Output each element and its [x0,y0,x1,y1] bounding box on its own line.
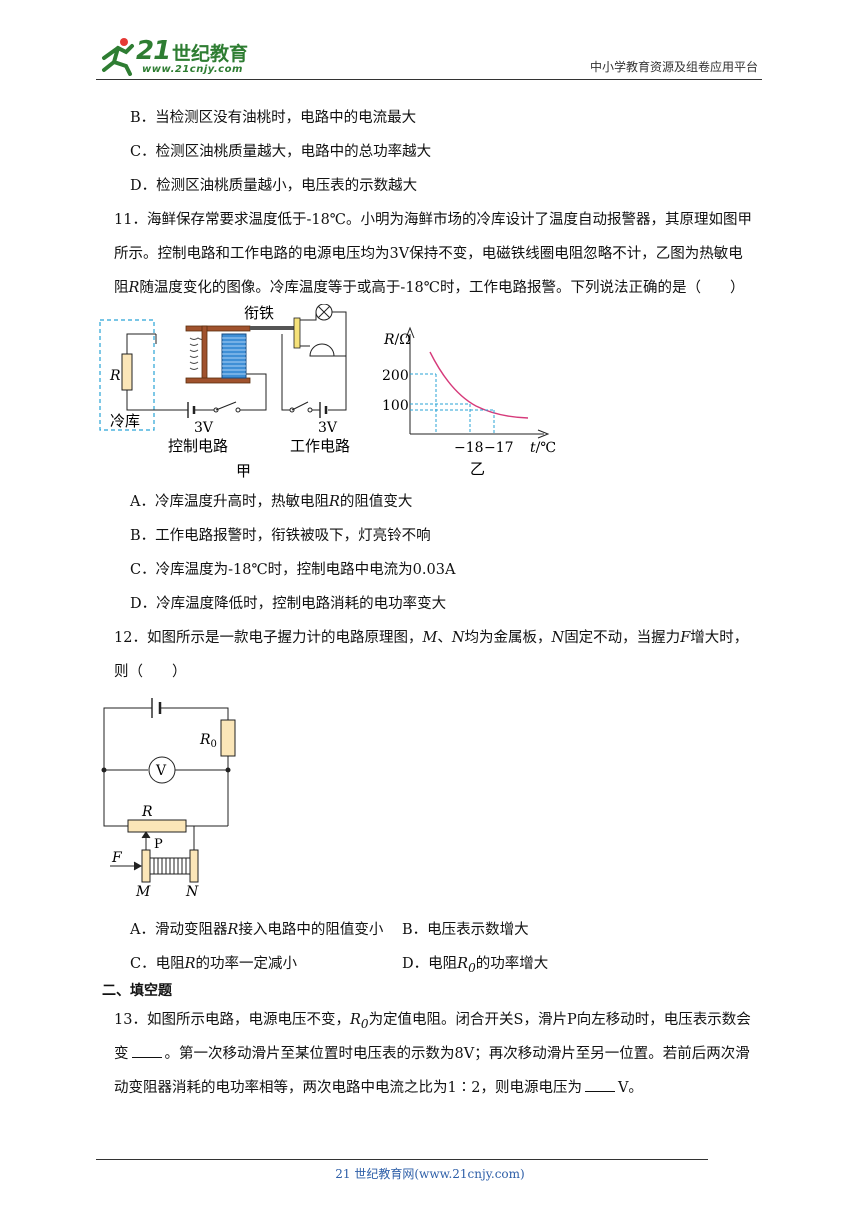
fig-yi-caption: 乙 [470,460,485,478]
q11-option-c: C．冷库温度为-18℃时，控制电路中电流为0.03A [130,562,456,578]
slider-p-label: P [154,837,163,852]
q12-circuit-figure: R0 V R P F M N [101,698,236,900]
plate-m-label: M [135,884,151,900]
resistor-r-label: R [109,368,121,384]
force-f-label: F [111,850,123,866]
cold-storage-label: 冷库 [110,412,140,430]
q11-figure-jia: R 冷库 衔铁 3V 3V 控制电路 工作电路 甲 [99,304,350,480]
q11-stem-line2: 所示。控制电路和工作电路的电源电压均为3V保持不变，电磁铁线圈电阻忽略不计，乙图… [114,246,743,262]
runner-icon [102,38,134,76]
armature-label: 衔铁 [244,304,274,322]
q11-option-d: D．冷库温度降低时，控制电路消耗的电功率变大 [130,596,447,612]
section-title-fill-blank: 二、填空题 [102,983,172,999]
q12-option-a: A．滑动变阻器R接入电路中的阻值变小 [130,922,384,938]
q13-stem-line1: 13．如图所示电路，电源电压不变，R0为定值电阻。闭合开关S，滑片P向左移动时，… [114,1012,751,1031]
site-logo[interactable]: 21 世纪教育 www.21cnjy.com [96,32,266,78]
header-platform-text: 中小学教育资源及组卷应用平台 [589,60,758,74]
work-circuit-label: 工作电路 [290,437,350,455]
q12-stem-line1: 12．如图所示是一款电子握力计的电路原理图，M、N均为金属板，N固定不动，当握力… [114,630,749,646]
page-footer[interactable]: 21 世纪教育网(www.21cnjy.com) [335,1167,525,1181]
q11-figure-yi: R/Ω 200 100 −18 −17 t/℃ 乙 [382,326,556,478]
fig-jia-caption: 甲 [236,462,251,480]
r-label: R [141,804,153,820]
yi-x18: −18 [454,440,484,456]
page-header: 21 世纪教育 www.21cnjy.com 中小学教育资源及组卷应用平台 [96,32,762,80]
q11-option-a: A．冷库温度升高时，热敏电阻R的阻值变大 [130,494,413,510]
q13-stem-line2: 变。第一次移动滑片至某位置时电压表的示数为8V；再次移动滑片至另一位置。若前后两… [114,1044,750,1062]
yi-ylabel: R/Ω [383,332,411,348]
yi-y100: 100 [382,398,409,414]
q12-option-b: B．电压表示数增大 [402,922,529,938]
q12-option-c: C．电阻R的功率一定减小 [130,956,298,972]
logo-title: 世纪教育 [172,43,249,65]
q13-blank-1[interactable] [131,1044,162,1058]
q11-stem-line1: 11．海鲜保存常要求温度低于-18℃。小明为海鲜市场的冷库设计了温度自动报警器，… [114,212,753,228]
footer-divider [96,1159,708,1160]
q11-stem-line3: 阻R随温度变化的图像。冷库温度等于或高于-18℃时，工作电路报警。下列说法正确的… [114,280,745,296]
r0-label: R0 [199,732,217,750]
q13-blank-2[interactable] [584,1078,615,1092]
volt-left-label: 3V [194,420,214,436]
logo-url: www.21cnjy.com [142,64,243,75]
q10-option-c: C．检测区油桃质量越大，电路中的总功率越大 [130,144,432,160]
voltmeter-label: V [155,763,167,779]
q12-option-d: D．电阻R0的功率增大 [402,956,549,975]
q10-option-d: D．检测区油桃质量越小，电压表的示数越大 [130,178,418,194]
logo-number: 21 [136,36,171,66]
control-circuit-label: 控制电路 [168,437,228,455]
yi-xlabel: t/℃ [530,440,556,456]
plate-n-label: N [185,884,199,900]
q12-stem-line2: 则（ ） [114,664,187,680]
q11-option-b: B．工作电路报警时，衔铁被吸下，灯亮铃不响 [130,528,431,544]
yi-y200: 200 [382,368,409,384]
yi-x17: −17 [484,440,514,456]
q10-option-b: B．当检测区没有油桃时，电路中的电流最大 [130,110,417,126]
volt-right-label: 3V [318,420,338,436]
